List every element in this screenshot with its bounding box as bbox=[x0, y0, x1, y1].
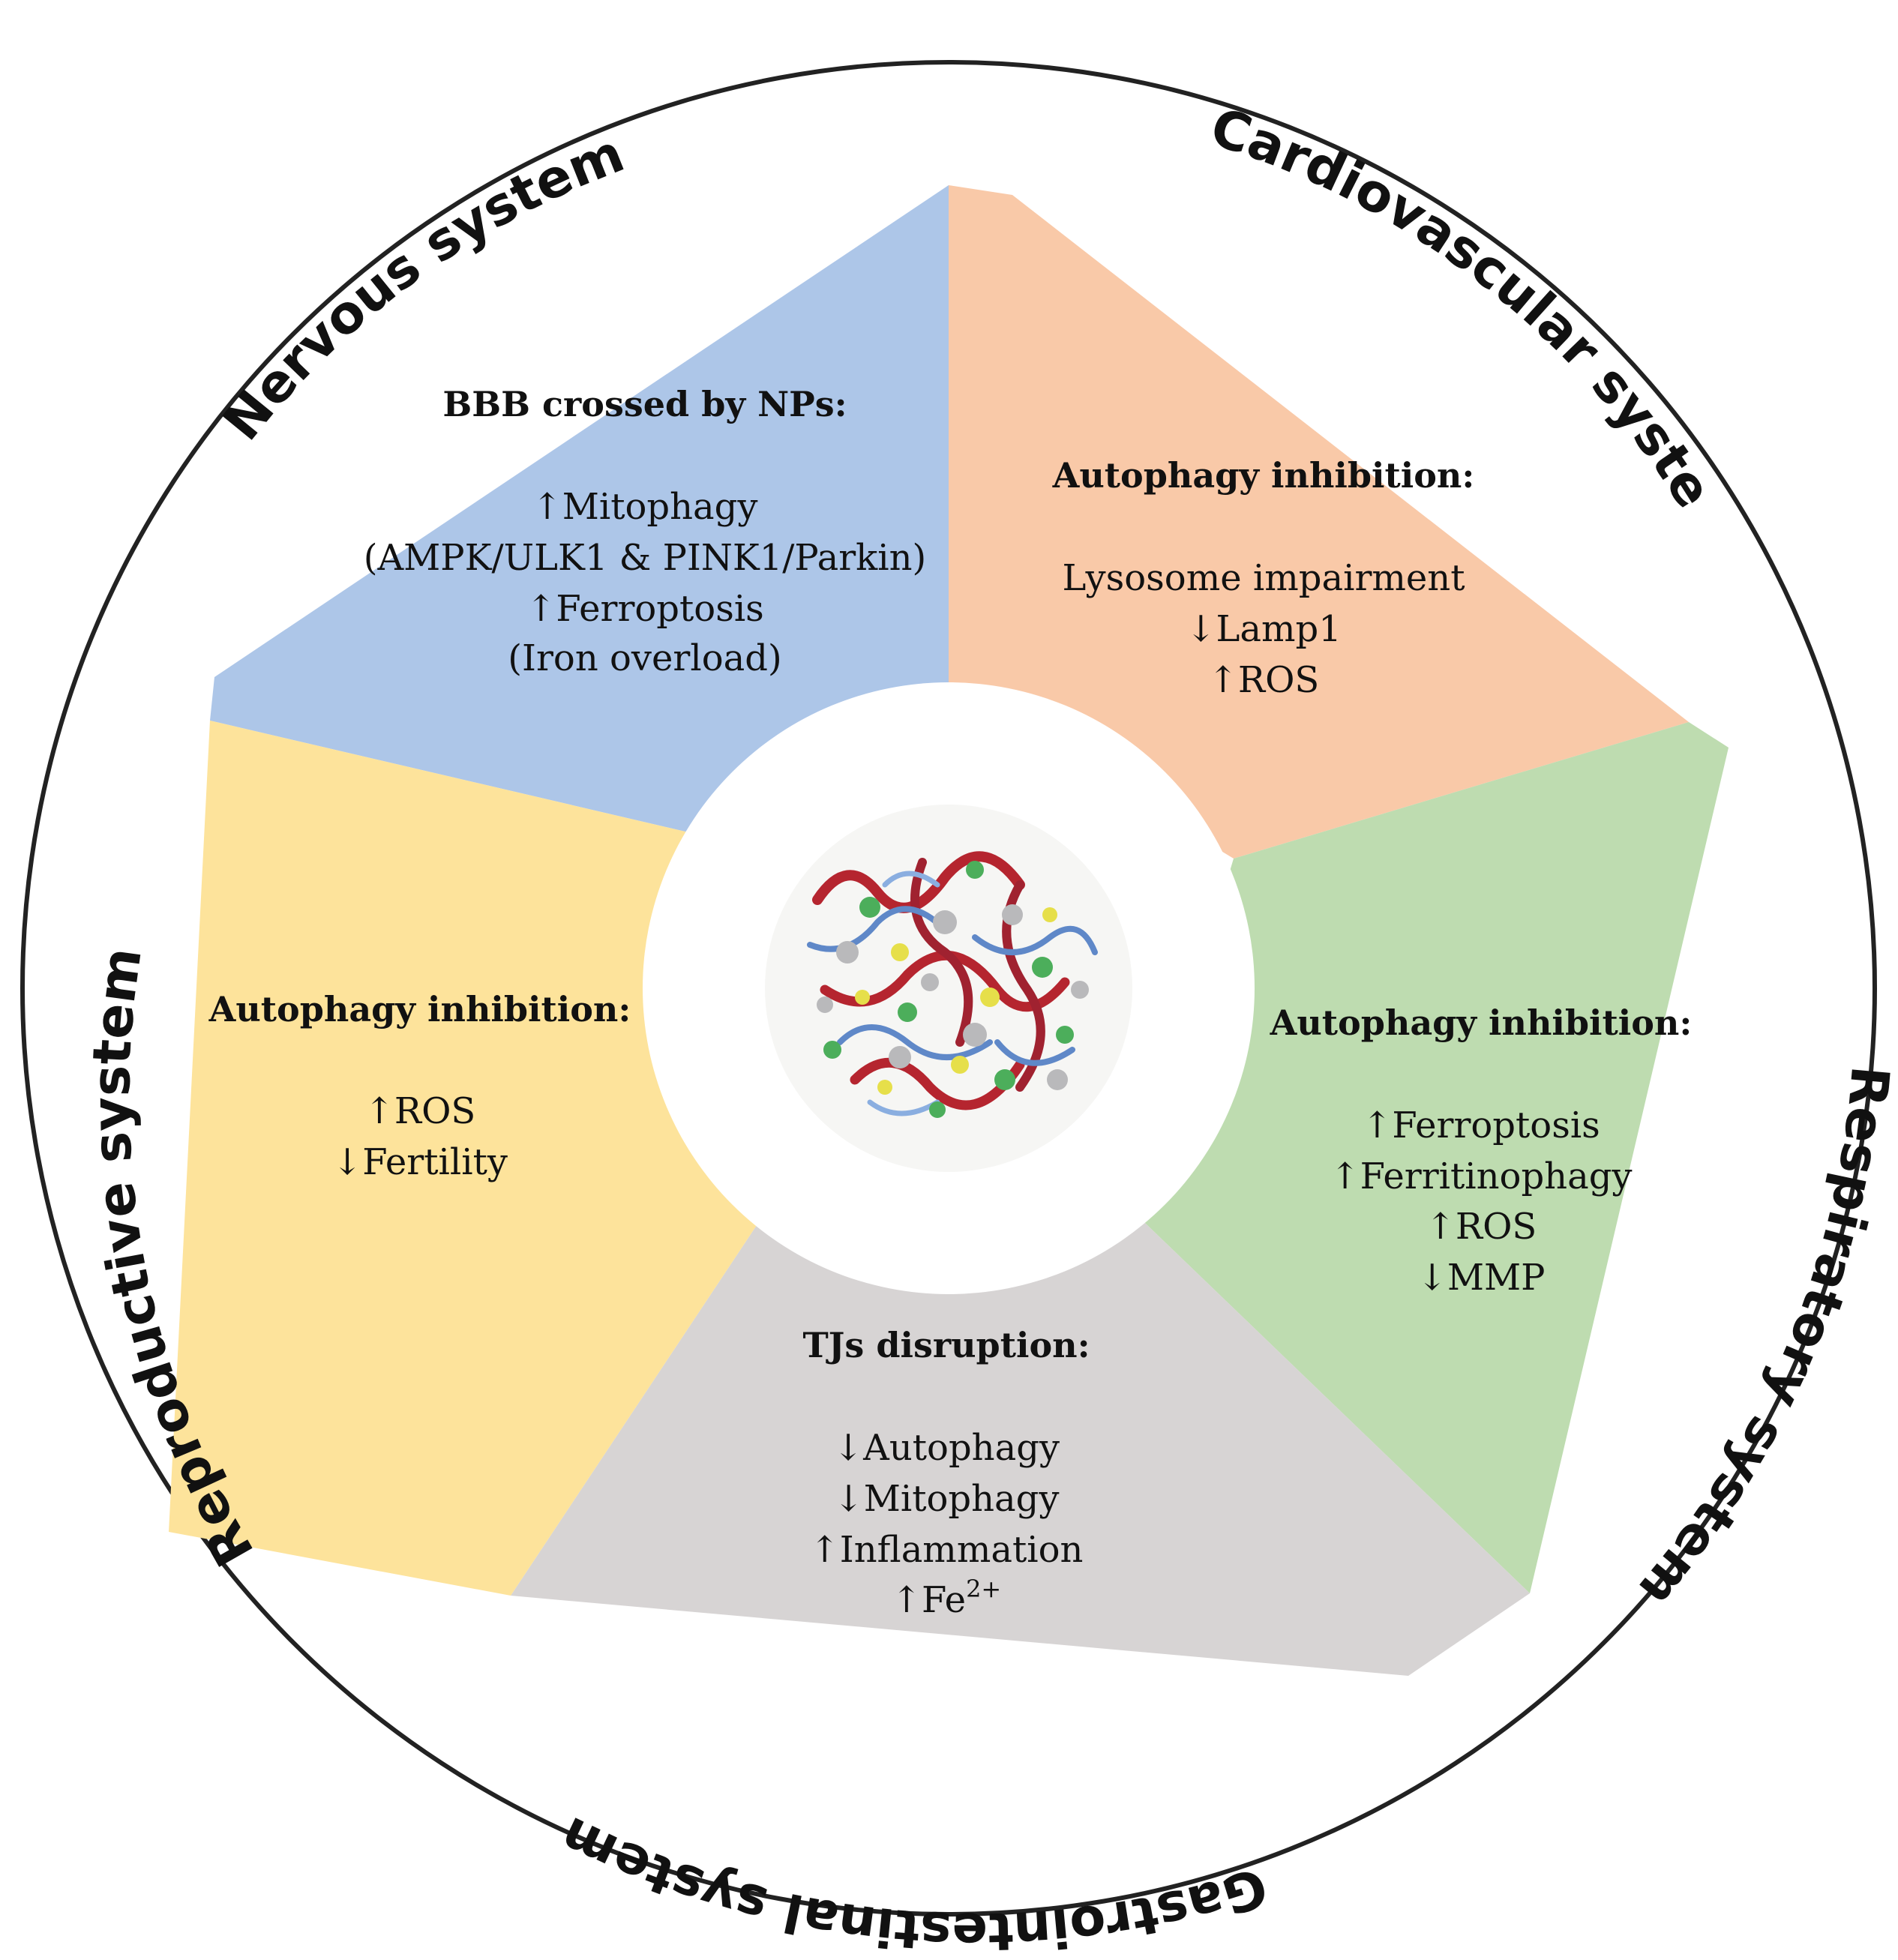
nervous-line: (Iron overload) bbox=[508, 637, 781, 679]
gastrointestinal-line: ↓Mitophagy bbox=[833, 1478, 1059, 1520]
respiratory-line: ↑Ferroptosis bbox=[1362, 1104, 1600, 1146]
reproductive-segment bbox=[169, 721, 769, 1596]
nervous-segment bbox=[210, 185, 949, 851]
cardiovascular-line: ↓Lamp1 bbox=[1186, 608, 1342, 650]
nervous-heading: BBB crossed by NPs: bbox=[442, 384, 847, 424]
cardiovascular-text: Autophagy inhibition: Lysosome impairmen… bbox=[1052, 455, 1475, 701]
cardiovascular-line: ↑ROS bbox=[1208, 659, 1320, 701]
reproductive-line: ↑ROS bbox=[364, 1090, 476, 1132]
gastrointestinal-text: TJs disruption: ↓Autophagy ↓Mitophagy ↑I… bbox=[802, 1325, 1090, 1621]
gastrointestinal-heading: TJs disruption: bbox=[802, 1325, 1090, 1365]
reproductive-text: Autophagy inhibition: ↑ROS ↓Fertility bbox=[208, 989, 631, 1183]
organ-segments bbox=[169, 185, 1729, 1676]
fe-ion-label: ↑Fe bbox=[892, 1579, 966, 1621]
gastrointestinal-segment bbox=[511, 1207, 1530, 1676]
gastrointestinal-line: ↑Fe2+ bbox=[892, 1575, 1001, 1621]
reproductive-line: ↓Fertility bbox=[332, 1141, 508, 1183]
gastrointestinal-line: ↓Autophagy bbox=[833, 1427, 1060, 1469]
fe-ion-charge: 2+ bbox=[966, 1575, 1001, 1603]
nervous-line: ↑Ferroptosis bbox=[526, 588, 764, 630]
reproductive-heading: Autophagy inhibition: bbox=[208, 989, 631, 1029]
cardiovascular-heading: Autophagy inhibition: bbox=[1052, 455, 1475, 496]
nervous-line: (AMPK/ULK1 & PINK1/Parkin) bbox=[364, 537, 926, 579]
respiratory-line: ↑Ferritinophagy bbox=[1330, 1155, 1632, 1197]
nervous-line: ↑Mitophagy bbox=[532, 486, 757, 528]
respiratory-text: Autophagy inhibition: ↑Ferroptosis ↑Ferr… bbox=[1270, 1002, 1693, 1299]
respiratory-line: ↑ROS bbox=[1426, 1206, 1537, 1248]
respiratory-heading: Autophagy inhibition: bbox=[1270, 1002, 1693, 1043]
gastrointestinal-line: ↑Inflammation bbox=[810, 1529, 1084, 1571]
cardiovascular-line: Lysosome impairment bbox=[1062, 557, 1465, 599]
nervous-text: BBB crossed by NPs: ↑Mitophagy (AMPK/ULK… bbox=[364, 384, 926, 679]
respiratory-line: ↓MMP bbox=[1417, 1257, 1546, 1299]
respiratory-segment bbox=[1129, 722, 1729, 1593]
cardiovascular-segment bbox=[949, 185, 1689, 859]
nanoparticle-cluster-icon bbox=[765, 805, 1132, 1172]
